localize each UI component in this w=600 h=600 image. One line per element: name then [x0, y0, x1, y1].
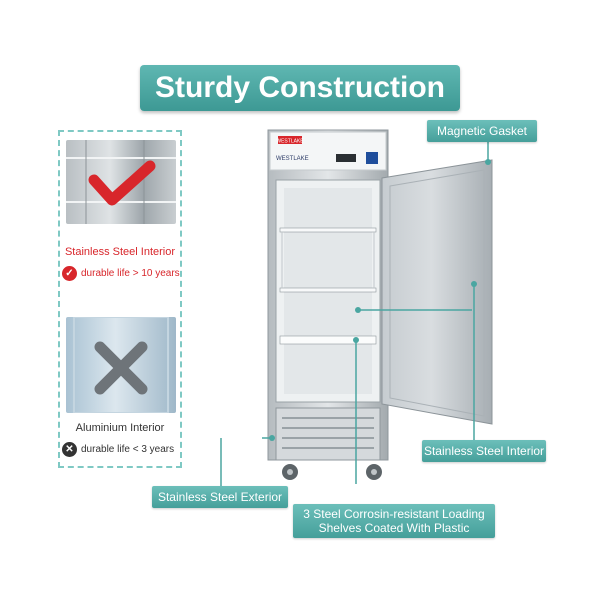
callout-lines [262, 132, 491, 484]
control-knob [366, 152, 378, 164]
stainless-interior-illustration [66, 140, 176, 224]
magnetic-gasket-label: Magnetic Gasket [427, 120, 537, 142]
brand-badge-text: WESTLAKE [276, 139, 304, 145]
brand-name: WESTLAKE [276, 156, 309, 162]
magnetic-gasket-text: Magnetic Gasket [436, 124, 528, 138]
aluminium-caption: Aluminium Interior [75, 422, 165, 434]
brand-badge [278, 136, 302, 144]
stainless-exterior-text: Stainless Steel Exterior [157, 490, 283, 504]
comparison-panel: Stainless Steel Interior ✓ durable life … [58, 130, 182, 468]
shelves-label: 3 Steel Corrosin-resistant Loading Shelv… [293, 504, 495, 538]
temperature-display [336, 154, 356, 162]
aluminium-life-text: durable life < 3 years [81, 444, 175, 455]
aluminium-interior-image [66, 317, 176, 413]
stainless-life: ✓ durable life > 10 years [62, 266, 180, 281]
bottom-grille [275, 407, 381, 461]
check-circle-icon: ✓ [62, 266, 77, 281]
aluminium-interior-illustration [73, 317, 169, 413]
stainless-interior-image [66, 140, 176, 224]
casters [282, 464, 382, 480]
shelves-text-line2: Shelves Coated With Plastic [318, 521, 470, 535]
open-door [381, 159, 493, 425]
aluminium-life: ✕ durable life < 3 years [62, 442, 174, 457]
exterior-connector [220, 438, 222, 488]
shelves-text-line1: 3 Steel Corrosin-resistant Loading [303, 507, 485, 521]
shelves [279, 227, 377, 345]
stainless-interior-label: Stainless Steel Interior [422, 440, 546, 462]
check-mark-icon [88, 160, 156, 206]
stainless-interior-text: Stainless Steel Interior [423, 444, 545, 458]
stainless-life-text: durable life > 10 years [81, 268, 180, 279]
refrigerator-illustration: WESTLAKE WESTLAKE [262, 129, 493, 484]
x-mark-icon [94, 341, 148, 395]
page-title: Sturdy Construction [155, 71, 445, 104]
x-circle-icon: ✕ [62, 442, 77, 457]
stainless-caption: Stainless Steel Interior [64, 246, 176, 258]
title-banner: Sturdy Construction [140, 65, 460, 111]
stainless-exterior-label: Stainless Steel Exterior [152, 486, 288, 508]
